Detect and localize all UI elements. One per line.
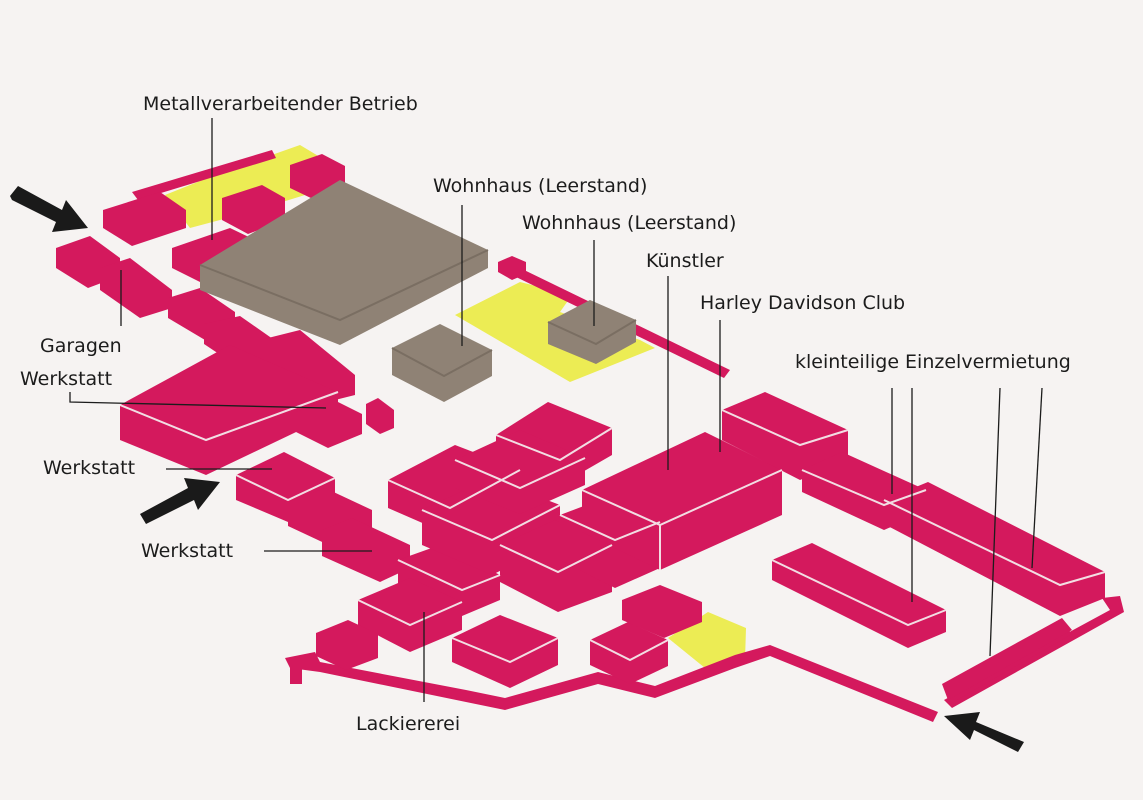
- entrance-arrows: [10, 186, 1024, 752]
- wall-west-south: [290, 668, 302, 684]
- leader-klein-3: [989, 387, 1001, 657]
- labels: Metallverarbeitender Betrieb Wohnhaus (L…: [20, 93, 1071, 735]
- building-garage-5: [260, 330, 355, 405]
- label-kuenstler: Künstler: [646, 250, 724, 272]
- building-south-4: [622, 585, 702, 638]
- building-south-3: [590, 622, 668, 684]
- buildings-vacant: [199, 180, 637, 402]
- building-small-a: [296, 398, 362, 448]
- building-nw-2: [222, 185, 285, 234]
- buildings-rented: [56, 154, 1105, 700]
- building-kuenstler: [582, 432, 782, 570]
- building-lackiererei: [358, 578, 462, 652]
- entrance-arrow-w: [140, 478, 220, 524]
- wall-south: [285, 645, 938, 722]
- label-wohnhaus-1: Wohnhaus (Leerstand): [433, 175, 647, 197]
- building-werkstatt-large: [120, 345, 338, 475]
- leader-werkstatt1: [69, 392, 327, 409]
- building-south-2: [452, 615, 558, 688]
- building-werkstatt-3: [322, 518, 410, 582]
- building-garage-2: [100, 258, 172, 318]
- building-harley: [722, 392, 848, 480]
- building-center-4: [455, 430, 585, 514]
- building-edges: [119, 391, 1106, 664]
- building-small-b: [366, 398, 394, 434]
- label-wohnhaus-2: Wohnhaus (Leerstand): [522, 212, 736, 234]
- building-south-5: [498, 256, 526, 280]
- label-metallverarbeitender-betrieb: Metallverarbeitender Betrieb: [143, 93, 418, 115]
- label-werkstatt-2: Werkstatt: [43, 457, 135, 479]
- leader-lines: [69, 118, 1043, 702]
- building-metallbetrieb: [200, 180, 488, 345]
- label-kleinteilige-einzelvermietung: kleinteilige Einzelvermietung: [795, 351, 1071, 373]
- label-garagen: Garagen: [40, 335, 122, 357]
- building-wohnhaus-1: [392, 324, 492, 402]
- label-werkstatt-3: Werkstatt: [141, 540, 233, 562]
- entrance-arrow-se: [944, 712, 1024, 752]
- leader-klein-4: [1031, 387, 1043, 569]
- wall-north: [132, 150, 276, 200]
- building-nw-1: [103, 192, 186, 246]
- building-einzel-3: [772, 543, 946, 648]
- label-lackiererei: Lackiererei: [356, 713, 460, 735]
- building-south-1: [316, 620, 378, 670]
- building-einzel-4: [942, 618, 1072, 700]
- entrance-arrow-nw: [10, 186, 88, 232]
- building-wohnhaus-2: [548, 300, 636, 364]
- label-werkstatt-1: Werkstatt: [20, 368, 112, 390]
- label-harley-davidson-club: Harley Davidson Club: [700, 292, 905, 314]
